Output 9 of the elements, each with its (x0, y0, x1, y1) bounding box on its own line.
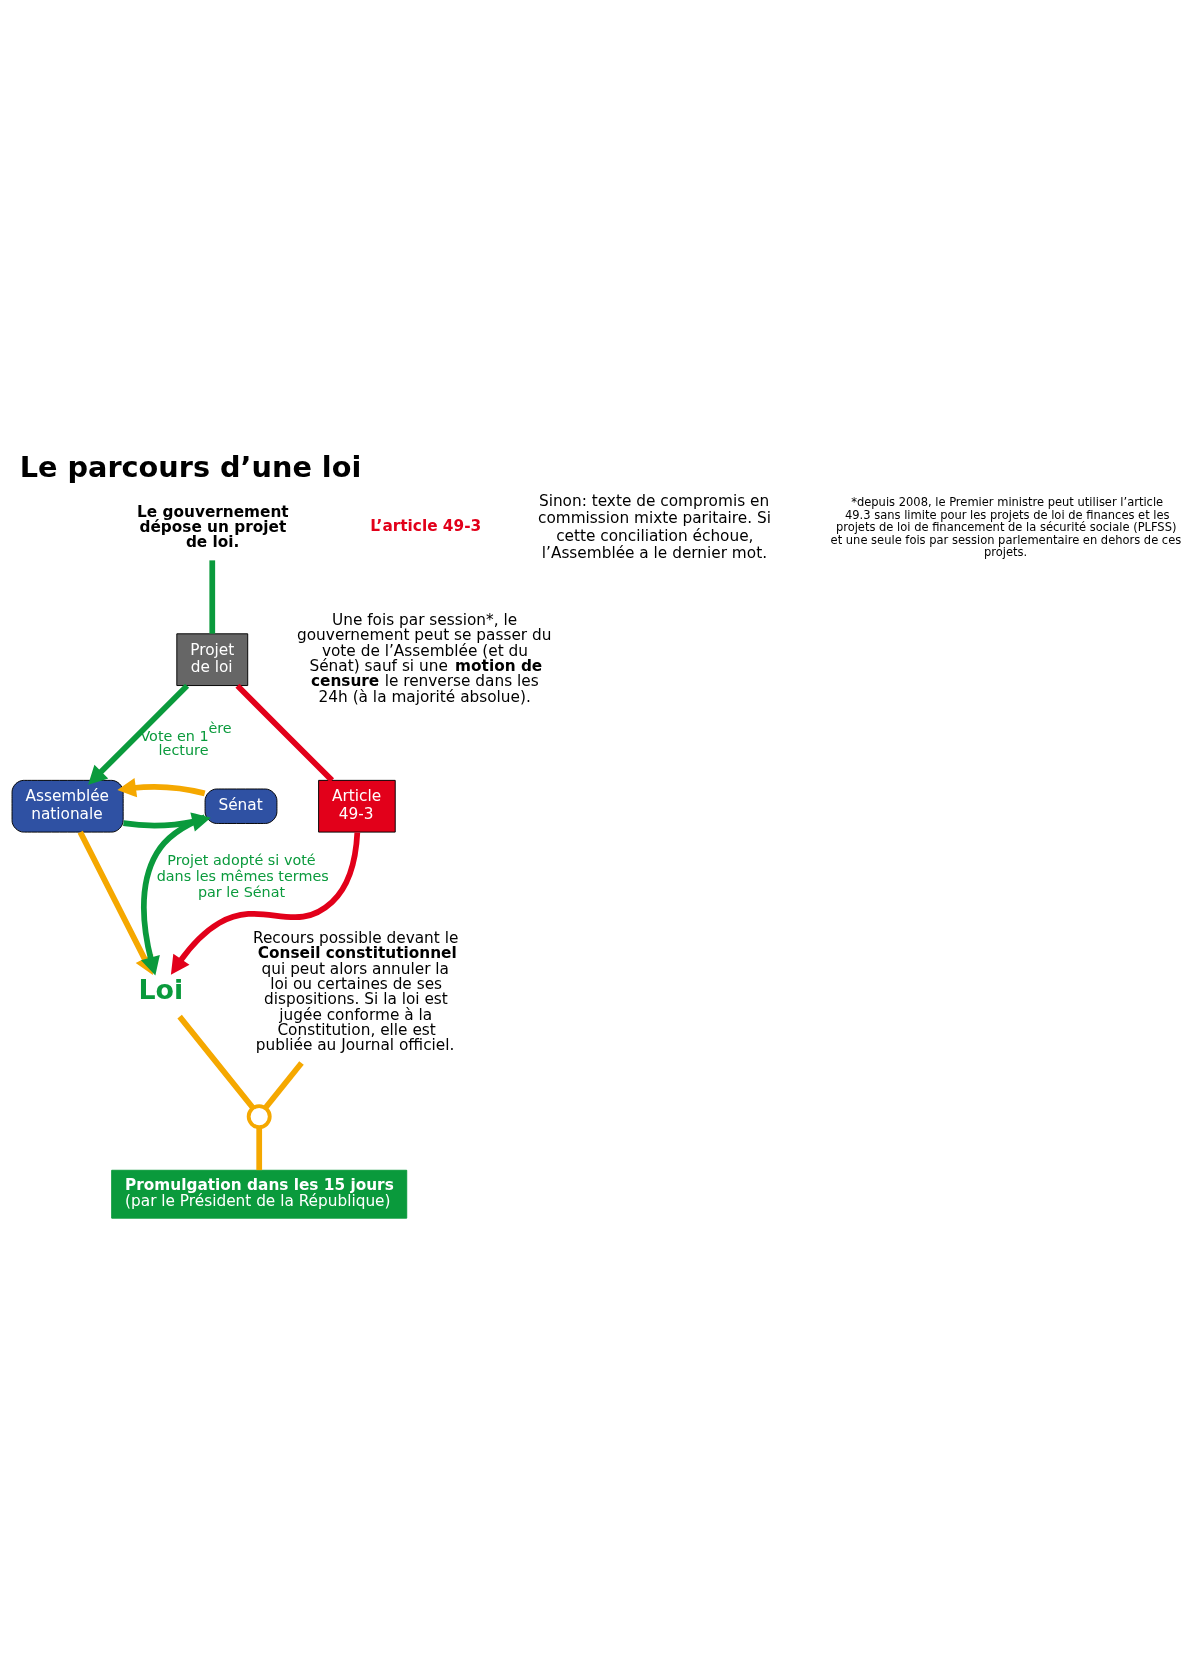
node-text: Recours possible devant le Conseil constitutionnel qui peut alors annuler la loi ou certaines de ses dispositions. Si la loi est jugée conforme à la Constitution, elle est publiée au Journal officiel. (252, 928, 459, 1054)
node-text: Le gouvernement dépose un projet de loi. (137, 502, 289, 551)
diagram-title: Le parcours d’une loi (19, 449, 362, 484)
label: Une fois par session*, le gouvernement peut se passer du vote de l’Assemblée (et du Sénat) sauf si une motion de censure le renverse dans les 24h (à la majorité absolue). (297, 610, 552, 706)
node-text: Loi (138, 973, 184, 1005)
edge-label: Projet adopté si voté dans les mêmes termes par le Sénat (156, 851, 329, 900)
label: L’article 49-3 (370, 516, 482, 535)
label: Sinon: texte de compromis en commission mixte paritaire. Si cette conciliation échoue, l’Assemblée a le dernier mot. (537, 491, 771, 562)
label: *depuis 2008, le Premier ministre peut utiliser l’article 49.3 sans limite pour les projets de loi de finances et les projets de loi de financement de la sécurité sociale (PLFSS) et une seule fois par session parlementaire en dehors de ces projets. (830, 494, 1182, 559)
